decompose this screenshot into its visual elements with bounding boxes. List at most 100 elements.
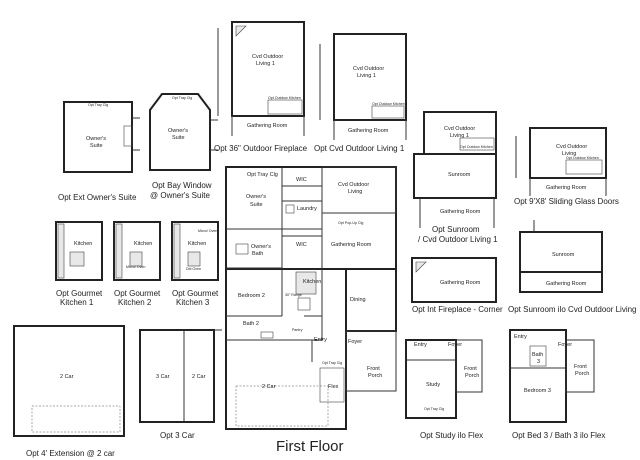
label-owners-bath-2: Bath [252, 251, 263, 257]
caption-gk1-line1: Opt Gourmet [56, 289, 103, 298]
caption-ext-owners: Opt Ext Owner's Suite [58, 193, 137, 202]
label-micro-oven-gk2: Micro/ Oven [126, 265, 145, 269]
label-owners-ext-1: Owner's [86, 136, 106, 142]
opt-gourmet-kitchen-1-plan [55, 221, 103, 281]
label-laundry: Laundry [297, 206, 317, 212]
opt-4ft-extension-plan [13, 325, 125, 437]
label-outdoor-kitchen-fp: Opt Outdoor Kitchen [268, 96, 301, 100]
label-cvd-outdoor-main: Cvd Outdoor [338, 182, 369, 188]
label-three-car: 3 Car [156, 374, 170, 380]
opt-gourmet-kitchen-3-plan [171, 221, 219, 281]
label-cvd-outdoor-cl: Cvd Outdoor [353, 66, 384, 72]
label-study: Study [426, 382, 440, 388]
label-two-car-main: 2 Car [262, 384, 276, 390]
label-bedroom-3: Bedroom 3 [524, 388, 551, 394]
label-owners-bay-1: Owner's [168, 128, 188, 134]
label-front-bed3: Front [574, 364, 587, 370]
label-porch-main: Porch [368, 373, 382, 379]
caption-gk2-line2: Kitchen 2 [118, 298, 152, 307]
label-living-1-cl: Living 1 [357, 73, 376, 79]
label-owners-suite-main-1: Owner's [246, 194, 266, 200]
opt-int-fireplace-plan [411, 257, 497, 303]
label-front-study: Front [464, 366, 477, 372]
label-two-car-ext: 2 Car [60, 374, 74, 380]
caption-gk2-line1: Opt Gourmet [114, 289, 161, 298]
caption-gk3-line2: Kitchen 3 [176, 298, 210, 307]
label-owners-bath-1: Owner's [251, 244, 271, 250]
label-wic-top: WIC [296, 177, 307, 183]
caption-gk1-line2: Kitchen 1 [60, 298, 94, 307]
opt-study-plan [405, 339, 483, 419]
label-entry-main: Entry [314, 337, 327, 343]
label-gathering-ilo: Gathering Room [546, 281, 587, 287]
label-living-1-fp: Living 1 [256, 61, 275, 67]
label-sunroom-ilo: Sunroom [552, 252, 575, 258]
label-pop-up-clg: Opt Pop-Up Clg [338, 221, 363, 225]
opt-bay-window-plan [149, 93, 218, 171]
caption-ext4: Opt 4' Extension @ 2 car [26, 449, 115, 458]
label-tray-clg-ext: Opt Tray Clg [88, 103, 108, 107]
label-micro-oven-gk3: Micro/ Oven [198, 229, 217, 233]
label-owners-ext-2: Suite [90, 143, 103, 149]
label-living-sd: Living [562, 151, 576, 157]
caption-cvd-living: Opt Cvd Outdoor Living 1 [314, 144, 405, 153]
label-foyer-bed3: Foyer [558, 342, 572, 348]
caption-sunroom-ilo: Opt Sunroom ilo Cvd Outdoor Living [508, 305, 637, 314]
label-porch-bed3: Porch [575, 371, 589, 377]
label-foyer-study: Foyer [448, 342, 462, 348]
label-sunroom-sr: Sunroom [448, 172, 471, 178]
label-kitchen-gk1: Kitchen [74, 241, 92, 247]
label-dining: Dining [350, 297, 366, 303]
main-floor-plan [225, 166, 397, 430]
caption-fireplace-36: Opt 36" Outdoor Fireplace [214, 144, 308, 153]
caption-sunroom-cvd-1: Opt Sunroom [432, 225, 480, 234]
label-porch-study: Porch [465, 373, 479, 379]
opt-gourmet-kitchen-2-plan [113, 221, 161, 281]
label-dbl-oven-gk3: Dbl Oven [186, 267, 201, 271]
label-bath-bed3: Bath [532, 352, 543, 358]
label-entry-study: Entry [414, 342, 427, 348]
caption-sliding: Opt 9'X8' Sliding Glass Doors [514, 197, 619, 206]
label-wic-mid: WIC [296, 242, 307, 248]
label-outdoor-kitchen-cl: Opt Outdoor Kitchen [372, 102, 405, 106]
caption-sunroom-cvd-2: / Cvd Outdoor Living 1 [418, 235, 498, 244]
label-kitchen-gk2: Kitchen [134, 241, 152, 247]
label-kitchen-main: Kitchen [303, 279, 321, 285]
label-two-car-3car: 2 Car [192, 374, 206, 380]
label-cvd-outdoor-sd: Cvd Outdoor [556, 144, 587, 150]
label-tray-clg-flex: Opt Tray Clg [322, 361, 342, 365]
label-owners-suite-main-2: Suite [250, 202, 263, 208]
opt-sunroom-ilo-plan [519, 220, 603, 293]
label-kitchen-gk3: Kitchen [188, 241, 206, 247]
label-foyer-main: Foyer [348, 339, 362, 345]
label-entry-bed3: Entry [514, 334, 527, 340]
label-range-30: 30" Range [285, 293, 302, 297]
caption-3-car: Opt 3 Car [160, 431, 195, 440]
label-gathering-fp: Gathering Room [247, 123, 288, 129]
label-bedroom-2: Bedroom 2 [238, 293, 265, 299]
label-owners-bay-2: Suite [172, 135, 185, 141]
caption-bed3: Opt Bed 3 / Bath 3 ilo Flex [512, 431, 605, 440]
opt-sliding-doors-plan [515, 127, 607, 196]
label-living-main: Living [348, 189, 362, 195]
caption-int-fireplace: Opt Int Fireplace - Corner [412, 305, 503, 314]
opt-sunroom-cvd-plan [413, 111, 497, 228]
opt-ext-owners-suite-plan [63, 101, 140, 173]
label-gathering-if: Gathering Room [440, 280, 481, 286]
label-bath-2: Bath 2 [243, 321, 259, 327]
label-flex: Flex [328, 384, 339, 390]
label-tray-clg: Opt Tray Clg [247, 172, 278, 178]
label-tray-clg-bay: Opt Tray Clg [172, 96, 192, 100]
caption-bay-window-2: @ Owner's Suite [150, 191, 210, 200]
label-tray-clg-study: Opt Tray Clg [424, 407, 444, 411]
label-cvd-outdoor-fp: Cvd Outdoor [252, 54, 283, 60]
label-pantry: Pantry [292, 328, 303, 332]
label-outdoor-kitchen-sd: Opt Outdoor Kitchen [566, 156, 599, 160]
label-living-1-sr: Living 1 [450, 133, 469, 139]
label-gathering-main: Gathering Room [331, 242, 372, 248]
label-front-main: Front [367, 366, 380, 372]
label-outdoor-kitchen-sr: Opt Outdoor Kitchen [460, 145, 493, 149]
label-gathering-sd: Gathering Room [546, 185, 587, 191]
label-gathering-sr: Gathering Room [440, 209, 481, 215]
